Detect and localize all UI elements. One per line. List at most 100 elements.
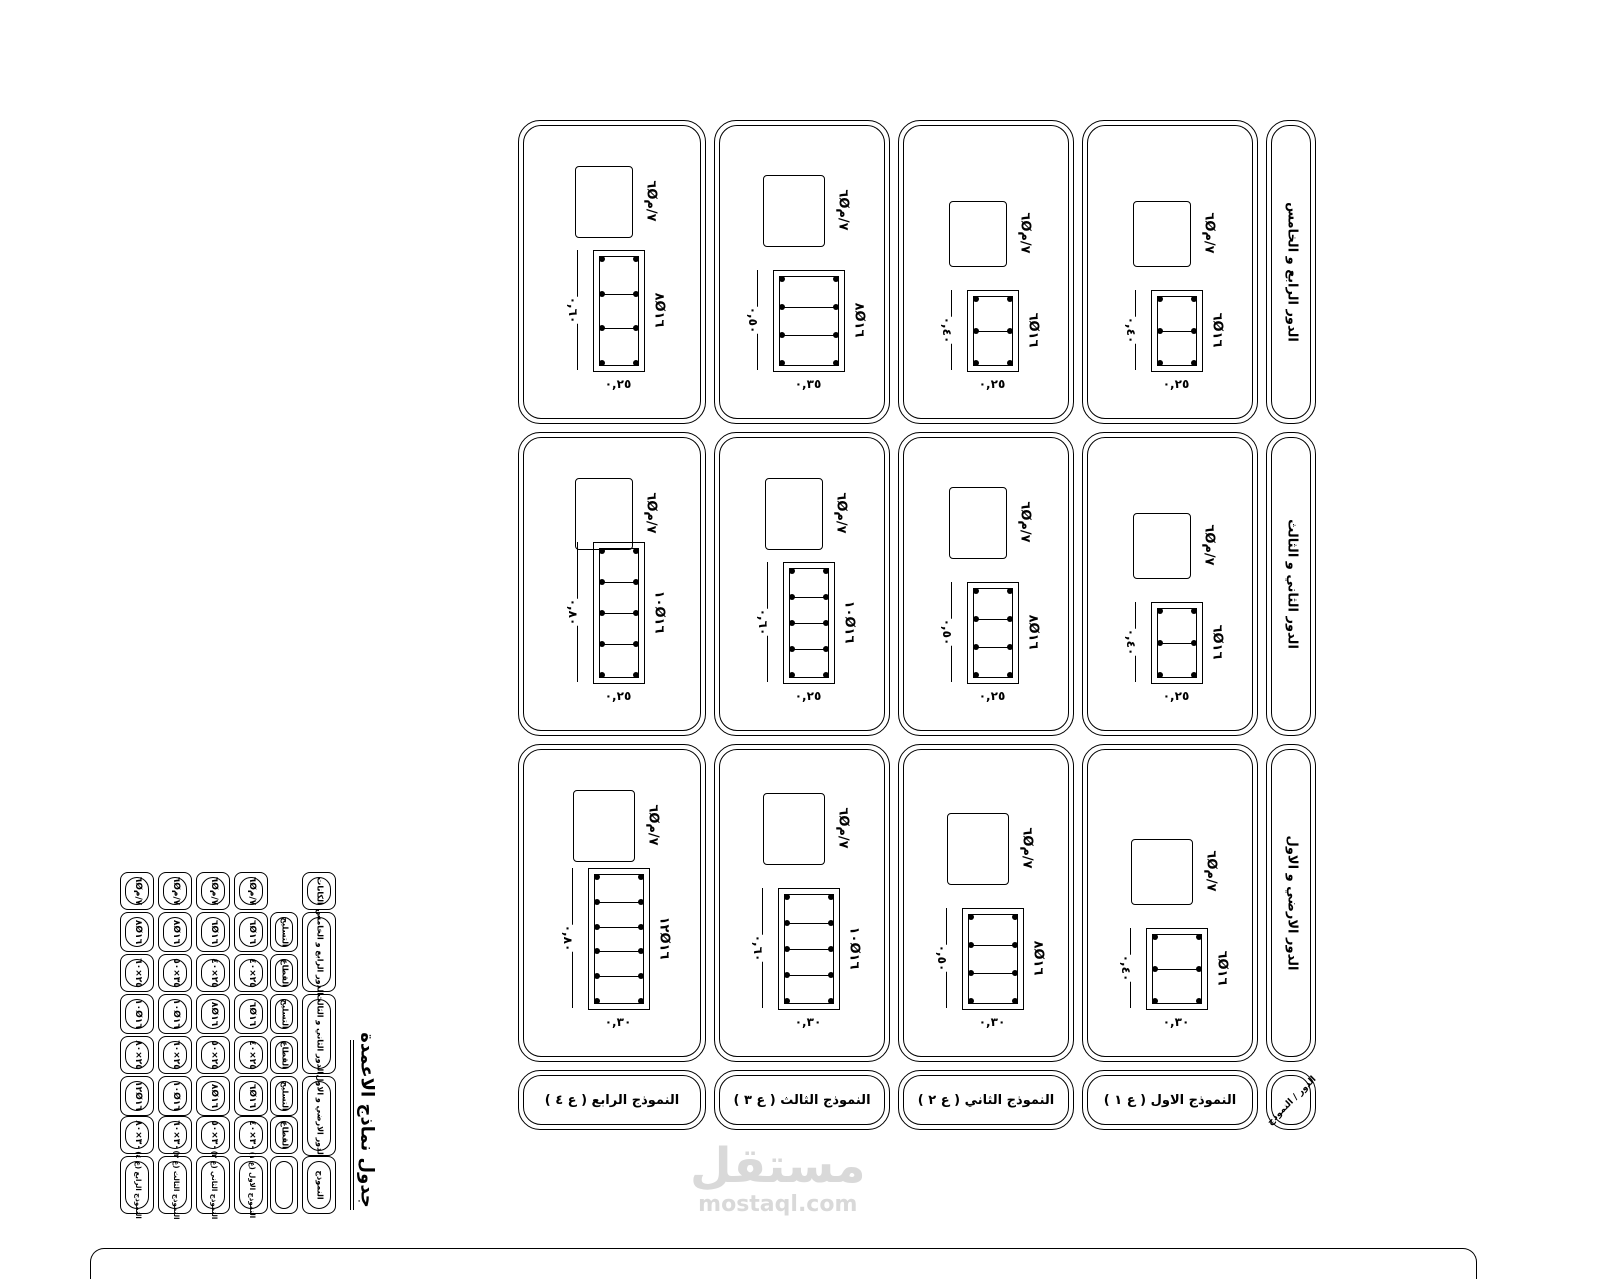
rebar-dot bbox=[1007, 616, 1013, 622]
summary-cell-value: ١٠Ø١٦ bbox=[171, 1081, 181, 1111]
summary-sub-header-label: التسليح bbox=[280, 917, 290, 947]
model-header: النموذج الاول ( ع ١ ) bbox=[1082, 1070, 1258, 1130]
rebar-dot bbox=[1196, 966, 1202, 972]
rebar-dot bbox=[973, 644, 979, 650]
width-dim-label: ٠,٣٠ bbox=[588, 1015, 648, 1029]
depth-dim-label: ٠,٥٠ bbox=[935, 944, 949, 972]
depth-dim-label: ٠,٦٠ bbox=[756, 608, 770, 636]
corner-cell: الدور / النموذج bbox=[1266, 1070, 1318, 1130]
stirrup bbox=[594, 874, 644, 1004]
width-dim-line bbox=[1151, 385, 1201, 386]
width-dim-line bbox=[783, 697, 833, 698]
rebar-dot bbox=[1007, 296, 1013, 302]
summary-cell: ٨Ø١٦ bbox=[158, 912, 192, 952]
cross-tie bbox=[790, 649, 828, 650]
stirrup bbox=[599, 256, 639, 366]
summary-cell-value: ٦Ø٧/م bbox=[171, 876, 181, 906]
width-dim-line bbox=[967, 697, 1017, 698]
summary-cell-value: ٨Ø١٦ bbox=[171, 919, 181, 945]
summary-sub-header: التسليح bbox=[270, 912, 298, 952]
stirrups-label: ٦Ø٧/م bbox=[1017, 212, 1033, 254]
summary-cell: ٢٥×٤٠ bbox=[196, 954, 230, 992]
rebar-dot bbox=[973, 672, 979, 678]
rebar-dot bbox=[779, 360, 785, 366]
column-section bbox=[773, 270, 845, 372]
summary-sub-header: التسليح bbox=[270, 1076, 298, 1116]
cross-tie bbox=[790, 623, 828, 624]
cross-tie bbox=[600, 613, 638, 614]
stirrup-detail bbox=[1133, 513, 1191, 579]
summary-row-header: الدور الرابع و الخامس bbox=[302, 909, 336, 995]
rebar-dot bbox=[784, 972, 790, 978]
cross-tie bbox=[595, 951, 643, 953]
stirrup bbox=[789, 568, 829, 678]
rebar-dot bbox=[1191, 296, 1197, 302]
summary-cell: ١٠Ø١٦ bbox=[120, 994, 154, 1034]
stirrup bbox=[784, 894, 834, 1004]
summary-cell: ٨Ø١٦ bbox=[196, 994, 230, 1034]
rebar-dot bbox=[1157, 640, 1163, 646]
rebar-dot bbox=[1157, 296, 1163, 302]
stirrup bbox=[968, 914, 1018, 1004]
rebar-dot bbox=[1007, 644, 1013, 650]
depth-dim-line bbox=[577, 542, 578, 682]
rebar-dot bbox=[779, 304, 785, 310]
bottom-border bbox=[90, 1248, 1477, 1279]
bars-label: ٦Ø١٦ bbox=[1209, 624, 1225, 660]
summary-cell-value: ٦Ø٧/م bbox=[247, 876, 257, 906]
summary-cell: ٣٥×٥٠ bbox=[158, 954, 192, 992]
column-section bbox=[1151, 602, 1203, 684]
summary-cell-value: ٦Ø١٦ bbox=[209, 919, 219, 945]
summary-cell: ٦Ø١٦ bbox=[234, 912, 268, 952]
rebar-dot bbox=[599, 579, 605, 585]
rebar-dot bbox=[833, 276, 839, 282]
summary-cell: ١٠Ø١٦ bbox=[158, 994, 192, 1034]
bars-label: ٦Ø١٦ bbox=[1025, 312, 1041, 348]
rebar-dot bbox=[823, 620, 829, 626]
floor-header: الدور الثاني و الثالث bbox=[1266, 432, 1316, 736]
summary-cell: ٢٥×٤٠ bbox=[234, 954, 268, 992]
cross-tie bbox=[785, 923, 833, 924]
rebar-dot bbox=[633, 256, 639, 262]
summary-cell: ٢٥×٥٠ bbox=[196, 1036, 230, 1074]
rebar-dot bbox=[973, 360, 979, 366]
rebar-dot bbox=[833, 360, 839, 366]
rebar-dot bbox=[784, 894, 790, 900]
bars-label: ٨Ø١٦ bbox=[1030, 940, 1046, 976]
rebar-dot bbox=[784, 920, 790, 926]
rebar-dot bbox=[633, 579, 639, 585]
stirrups-label: ٦Ø٧/م bbox=[1019, 827, 1035, 869]
width-dim-line bbox=[593, 385, 643, 386]
rebar-dot bbox=[1152, 966, 1158, 972]
rebar-dot bbox=[828, 894, 834, 900]
model-label: النموذج الرابع ( ع ٤ ) bbox=[544, 1093, 680, 1108]
model-header: النموذج الرابع ( ع ٤ ) bbox=[518, 1070, 706, 1130]
bars-label: ١٠Ø١٦ bbox=[651, 590, 667, 634]
width-dim-label: ٠,٣٠ bbox=[962, 1015, 1022, 1029]
summary-cell: ٢٥×٦٠ bbox=[120, 954, 154, 992]
floor-label: الدور الارضي و الاول bbox=[1284, 835, 1300, 971]
summary-cell-value: ٢٥×٤٠ bbox=[247, 958, 257, 988]
rebar-dot bbox=[828, 946, 834, 952]
summary-cell-value: ٢٥×٤٠ bbox=[209, 958, 219, 988]
summary-sub-header-label: القطاع bbox=[280, 959, 290, 987]
rebar-dot bbox=[599, 610, 605, 616]
depth-dim-label: ٠,٦٠ bbox=[751, 934, 765, 962]
rebar-dot bbox=[1157, 328, 1163, 334]
width-dim-label: ٠,٢٥ bbox=[967, 377, 1017, 391]
rebar-dot bbox=[599, 360, 605, 366]
stirrups-label: ٦Ø٧/م bbox=[1203, 850, 1219, 892]
stirrup-detail bbox=[947, 813, 1009, 885]
column-section bbox=[967, 290, 1019, 372]
summary-model-label: (ع ١) النموذج الاول bbox=[248, 1151, 256, 1219]
column-section bbox=[1146, 928, 1208, 1010]
width-dim-label: ٠,٢٥ bbox=[1151, 689, 1201, 703]
rebar-dot bbox=[789, 568, 795, 574]
rebar-dot bbox=[599, 672, 605, 678]
summary-cell-value: ٢٥×٦٠ bbox=[171, 1040, 181, 1070]
